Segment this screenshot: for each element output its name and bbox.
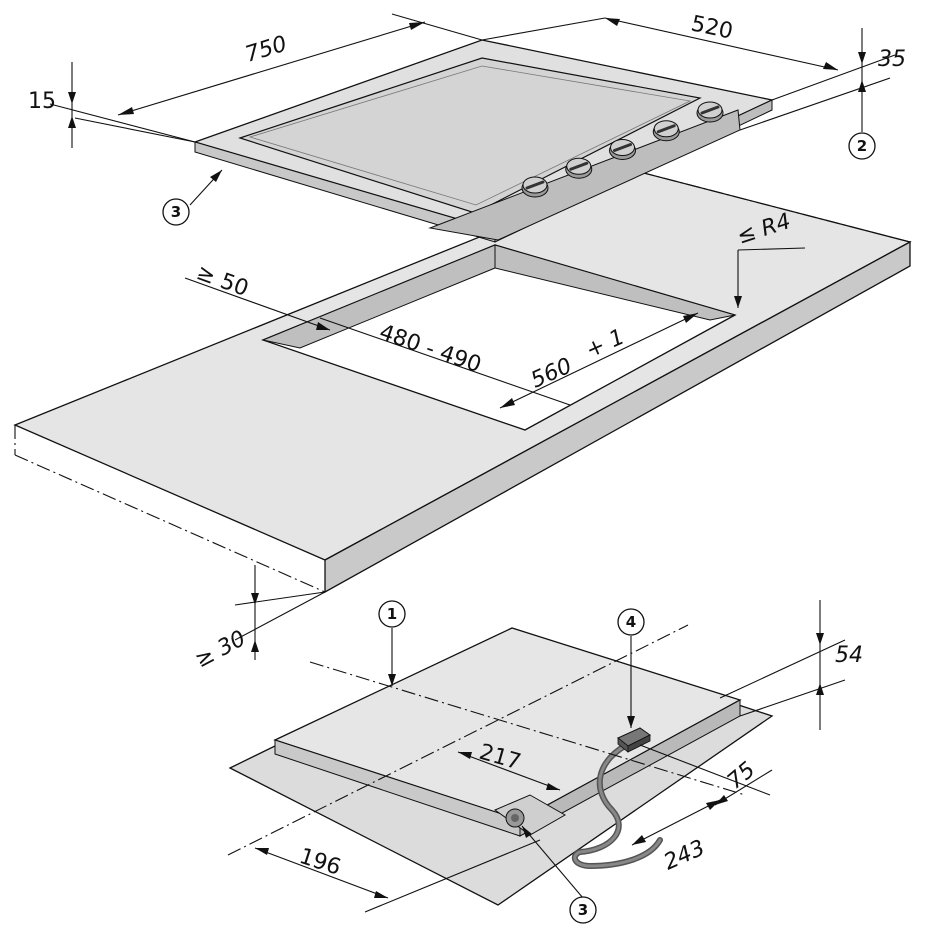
cutout-side-wall [494,244,736,321]
dim-15-label: 15 [28,89,56,114]
worktop-back-edge [639,171,911,243]
dim-560-line [499,312,699,409]
underside-dimensions: 54 217 196 75 243 [254,600,863,913]
callout-4-label: 4 [626,613,636,631]
knob-icon [652,120,680,142]
callout-2 [848,132,876,160]
hob-underside [227,624,774,906]
dim-50-line [184,277,331,331]
dim-196-line [254,847,389,899]
callout-2-label: 2 [857,137,867,155]
hob-dimensions: 750 520 15 35 [28,11,906,148]
dim-54-label: 54 [835,643,863,668]
centerline-a [227,624,689,856]
worktop-front-edge [324,240,911,594]
knob-icon [565,157,593,179]
dim-520-label: 520 [689,11,735,44]
callout-3-bottom [569,896,597,924]
hob-glass-inner [248,65,692,206]
dim-243-line [631,799,721,846]
worktop-left-bottom [14,454,326,593]
hob-knobs [521,101,724,198]
dim-480-490-line [319,317,571,406]
callout-4 [617,608,645,636]
dim-750-line [117,21,426,116]
dim-520-line [604,17,839,71]
callout-3-bottom-label: 3 [578,901,588,919]
hob-glass-panel [238,57,702,214]
dim-30-label: ≥ 30 [191,626,250,673]
knob-icon [609,139,636,160]
knob-icon [521,176,549,198]
dim-243-label: 243 [660,836,709,876]
callout-3-top [162,198,190,226]
knob-icon [696,101,724,123]
callout-1-label: 1 [387,605,397,623]
dim-35-label: 35 [878,47,906,72]
callout-3-top-label: 3 [171,203,181,221]
dim-217-line [457,751,561,791]
hob [192,39,775,243]
dim-50-label: ≥ 50 [193,260,252,302]
dim-196-label: 196 [296,844,344,881]
centerline-b [309,661,746,796]
dim-750-label: 750 [242,32,289,68]
callouts: 2 3 1 4 3 [162,108,876,924]
worktop [13,171,912,594]
callout-1 [378,600,406,628]
